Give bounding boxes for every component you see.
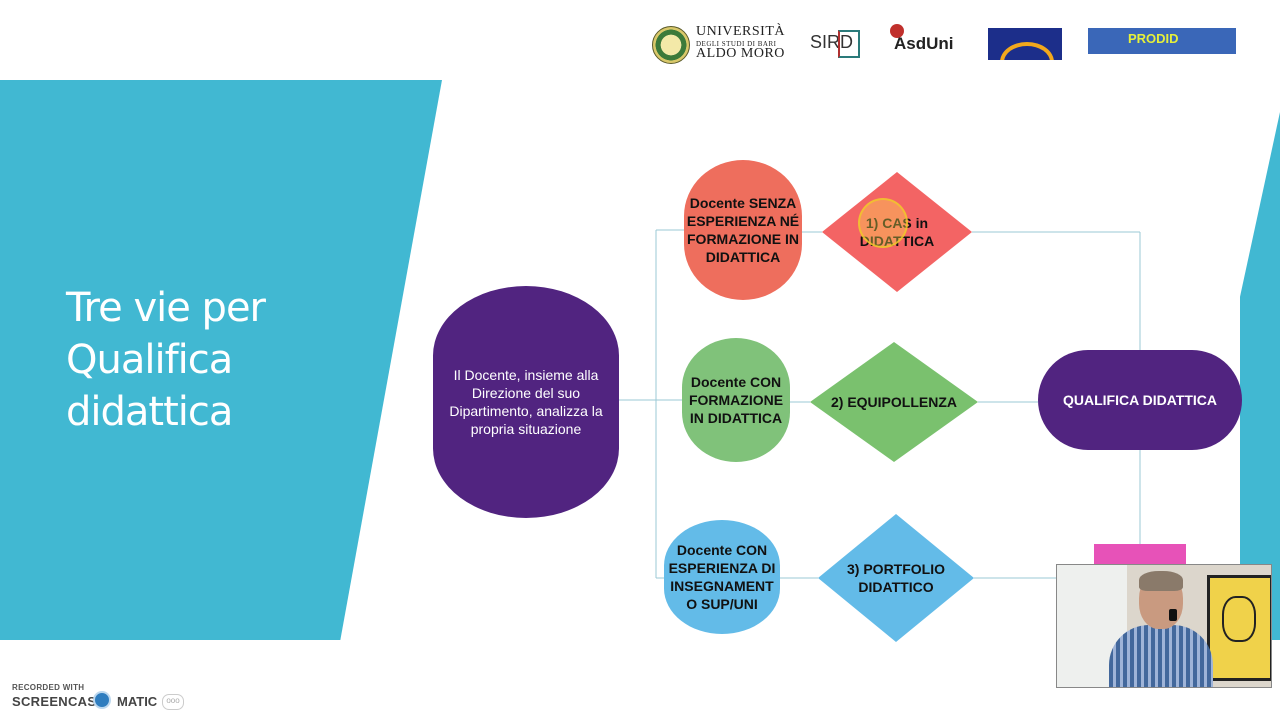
- webcam-presenter-shirt: [1109, 625, 1213, 687]
- prodid-logo: PRODID: [1128, 31, 1179, 46]
- university-logo-line2: DEGLI STUDI DI BARI: [696, 40, 777, 48]
- prodid-banner-icon: [1088, 28, 1236, 54]
- asduni-logo-icon: [890, 24, 904, 38]
- webcam-overlay[interactable]: [1056, 564, 1272, 688]
- webcam-wall-art: [1207, 575, 1271, 681]
- path1-condition-node: Docente SENZA ESPERIENZA NÉ FORMAZIONE I…: [684, 160, 802, 300]
- start-node: Il Docente, insieme alla Direzione del s…: [433, 286, 619, 518]
- watermark-brand-left: SCREENCAST: [12, 694, 105, 709]
- webcam-presenter-hair: [1139, 571, 1183, 591]
- path3-condition-node: Docente CON ESPERIENZA DI INSEGNAMENT O …: [664, 520, 780, 634]
- path2-condition-node: Docente CON FORMAZIONE IN DIDATTICA: [682, 338, 790, 462]
- path3-step-text: 3) PORTFOLIO DIDATTICO: [847, 561, 945, 595]
- path1-condition-text: Docente SENZA ESPERIENZA NÉ FORMAZIONE I…: [686, 195, 800, 265]
- cursor-highlight-icon: [858, 198, 908, 248]
- university-seal-icon: [652, 26, 690, 64]
- path2-condition-text: Docente CON FORMAZIONE IN DIDATTICA: [688, 374, 784, 426]
- sird-logo: SIRD: [810, 32, 854, 52]
- asduni-logo: AsdUni: [894, 34, 954, 53]
- bridge-logo-icon: [988, 28, 1062, 60]
- result-node-text: QUALIFICA DIDATTICA: [1063, 392, 1217, 408]
- microphone-icon: [1169, 609, 1177, 621]
- watermark-recorded-with: RECORDED WITH: [12, 683, 85, 692]
- start-node-text: Il Docente, insieme alla Direzione del s…: [449, 367, 603, 437]
- watermark-more-button[interactable]: ooo: [162, 694, 184, 710]
- slide-title: Tre vie per Qualifica didattica: [66, 285, 266, 435]
- university-logo-line3: ALDO MORO: [696, 46, 785, 61]
- partner-logos: UNIVERSITÀ DEGLI STUDI DI BARI ALDO MORO…: [650, 22, 1250, 66]
- watermark-brand-right: MATIC: [117, 694, 158, 709]
- screencast-logo-icon: [93, 691, 111, 709]
- result-node: QUALIFICA DIDATTICA: [1038, 350, 1242, 450]
- path3-condition-text: Docente CON ESPERIENZA DI INSEGNAMENT O …: [668, 542, 776, 612]
- path2-step-text: 2) EQUIPOLLENZA: [830, 394, 957, 410]
- university-logo-line1: UNIVERSITÀ: [696, 24, 785, 39]
- sird-logo-icon: [838, 30, 860, 58]
